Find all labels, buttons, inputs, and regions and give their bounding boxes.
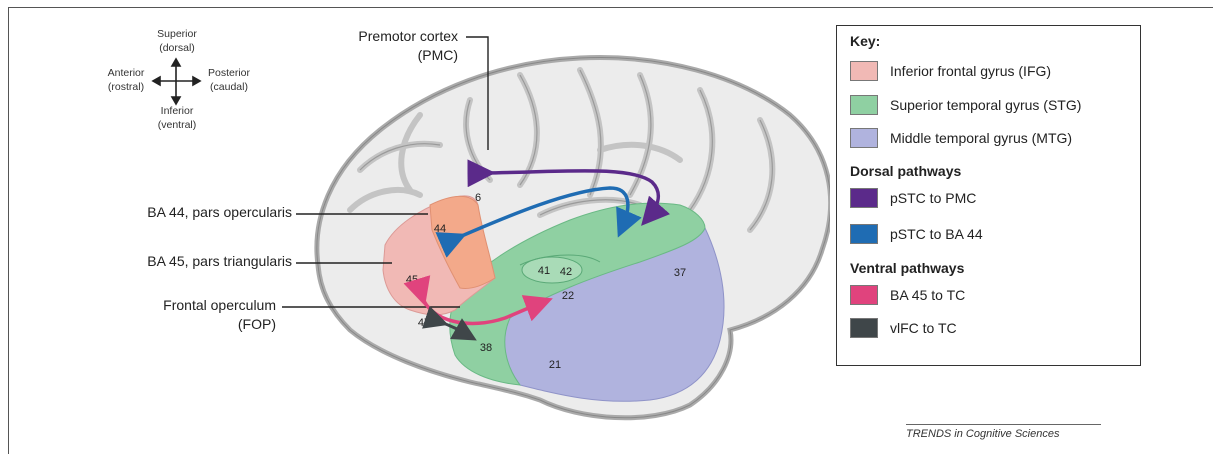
swatch-pstc-ba44 [850, 224, 878, 244]
legend-item-mtg: Middle temporal gyrus (MTG) [850, 127, 1072, 149]
area-42: 42 [560, 266, 572, 278]
journal-credit: TRENDS in Cognitive Sciences [906, 428, 1059, 440]
area-22: 22 [562, 290, 574, 302]
area-37: 37 [674, 267, 686, 279]
swatch-vlfc-tc [850, 318, 878, 338]
legend-item-pstc-pmc: pSTC to PMC [850, 187, 976, 209]
swatch-pstc-pmc [850, 188, 878, 208]
area-41: 41 [538, 265, 550, 277]
area-21: 21 [549, 359, 561, 371]
legend-item-stg: Superior temporal gyrus (STG) [850, 94, 1081, 116]
area-6: 6 [475, 192, 481, 204]
compass-arrows [153, 59, 200, 104]
brain-diagram: 6 44 45 47 38 41 42 22 21 37 [0, 0, 830, 454]
credit-rule [906, 424, 1101, 425]
area-44: 44 [434, 223, 446, 235]
swatch-ifg [850, 61, 878, 81]
legend-item-vlfc-tc: vlFC to TC [850, 317, 957, 339]
legend-box: Key: Inferior frontal gyrus (IFG) Superi… [836, 25, 1141, 366]
area-47: 47 [418, 317, 430, 329]
area-38: 38 [480, 342, 492, 354]
swatch-ba45-tc [850, 285, 878, 305]
area-45: 45 [406, 274, 418, 286]
legend-item-pstc-ba44: pSTC to BA 44 [850, 223, 983, 245]
legend-item-ba45-tc: BA 45 to TC [850, 284, 965, 306]
swatch-stg [850, 95, 878, 115]
legend-item-ifg: Inferior frontal gyrus (IFG) [850, 60, 1051, 82]
legend-key-title: Key: [850, 33, 880, 49]
legend-dorsal-title: Dorsal pathways [850, 163, 961, 179]
legend-ventral-title: Ventral pathways [850, 260, 964, 276]
swatch-mtg [850, 128, 878, 148]
